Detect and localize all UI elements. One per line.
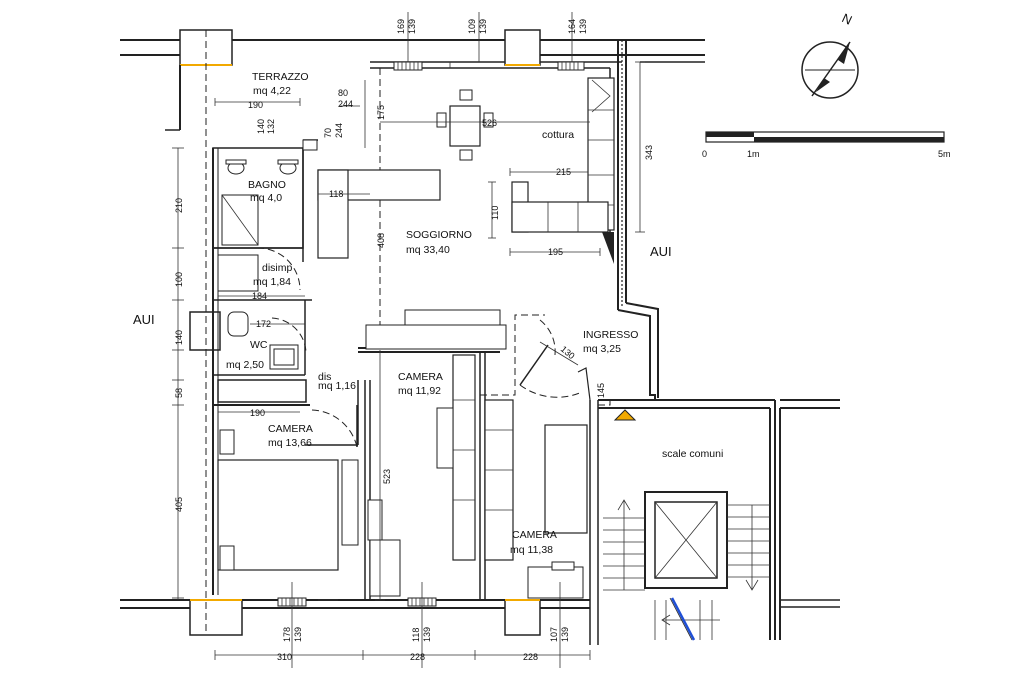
furniture [217,77,615,599]
dim-190-bot: 190 [250,408,265,418]
dim-bot-178b: 139 [293,627,303,642]
chimney-flue [602,232,614,264]
room-disimp-area: mq 1,84 [253,276,291,288]
dim-left-140: 140 [174,330,184,345]
room-ingresso-name: INGRESSO [583,329,638,341]
dim-343: 343 [644,145,654,160]
dim-left-100: 100 [174,272,184,287]
doors [256,68,611,448]
dim-bot-228b: 228 [523,652,538,662]
dim-140: 140 [256,119,266,134]
room-dis-area: mq 1,16 [318,380,356,392]
room-camera-right-name: CAMERA [512,529,557,541]
dim-left-405: 405 [174,497,184,512]
scale-bar [705,131,945,143]
room-soggiorno-area: mq 33,40 [406,244,450,256]
dimension-lines [172,12,645,668]
column-bottom-left [189,599,243,636]
north-label: N [840,10,855,28]
dim-bot-107: 107 [549,627,559,642]
dim-244a: 244 [338,99,353,109]
stair-cut-line [670,597,696,641]
scale-start: 0 [702,149,707,159]
dim-132: 132 [266,119,276,134]
room-camera-mid-area: mq 11,92 [398,385,441,397]
dimension-labels: 169 139 109 139 164 139 210 100 140 58 4… [174,19,654,662]
room-wc-name: WC [250,339,268,351]
column-top-mid [504,29,541,66]
dim-80: 80 [338,88,348,98]
room-wc-area: mq 2,50 [226,359,264,371]
dim-bot-118: 118 [411,628,421,642]
north-arrow-icon [801,41,859,99]
room-scale-comuni: scale comuni [662,448,723,460]
common-stairs [603,409,770,641]
room-camera-mid-name: CAMERA [398,371,443,383]
dim-left-58: 58 [174,388,184,398]
bed-right [544,424,588,534]
dim-bot-228a: 228 [410,652,425,662]
dim-bot-107b: 139 [560,627,570,642]
column-left-mid [189,311,221,351]
dim-left-210: 210 [174,198,184,213]
dim-top-2b: 139 [478,19,488,34]
room-ingresso-area: mq 3,25 [583,343,621,355]
room-dis-name: dis [318,371,331,383]
dim-top-1b: 139 [407,19,417,34]
dim-184: 184 [252,291,267,301]
dim-244b: 244 [334,123,344,138]
dim-526: 526 [482,118,497,128]
aui-right-label: AUI [650,244,672,259]
bed-left [217,459,339,571]
dim-408: 408 [376,233,386,248]
dim-523: 523 [382,469,392,484]
room-terrazzo-name: TERRAZZO [252,71,309,83]
room-disimp-name: disimp [262,262,293,274]
dim-top-3b: 139 [578,19,588,34]
scale-mid: 1m [747,149,760,159]
dim-70: 70 [323,128,333,138]
dim-175: 175 [376,105,386,120]
room-bagno-area: mq 4,0 [250,192,282,204]
scale-end: 5m [938,149,951,159]
dim-172: 172 [256,319,271,329]
room-camera-right-area: mq 11,38 [510,544,553,556]
room-bagno-name: BAGNO [248,179,286,191]
dining-table [449,105,481,147]
dim-top-2: 109 [467,19,477,34]
dim-bot-178: 178 [282,627,292,642]
dim-190-top: 190 [248,100,263,110]
dim-top-1: 169 [396,19,406,34]
dim-118: 118 [329,189,343,199]
bed-middle [452,354,476,561]
room-camera-left-name: CAMERA [268,423,313,435]
dim-bot-118b: 139 [422,627,432,642]
room-camera-left-area: mq 13,66 [268,437,312,449]
room-soggiorno-name: SOGGIORNO [406,229,472,241]
dim-145: 145 [596,383,606,398]
dim-top-3: 164 [567,19,577,34]
room-cottura-name: cottura [542,129,574,141]
column-bottom-mid [504,599,541,636]
dim-215: 215 [556,167,571,177]
entrance-marker-icon [613,409,637,421]
room-terrazzo-area: mq 4,22 [253,85,291,97]
aui-left-label: AUI [133,312,155,327]
dim-110: 110 [490,206,500,220]
dim-195: 195 [548,247,563,257]
dim-130: 130 [559,344,577,361]
dim-bot-310: 310 [277,652,292,662]
